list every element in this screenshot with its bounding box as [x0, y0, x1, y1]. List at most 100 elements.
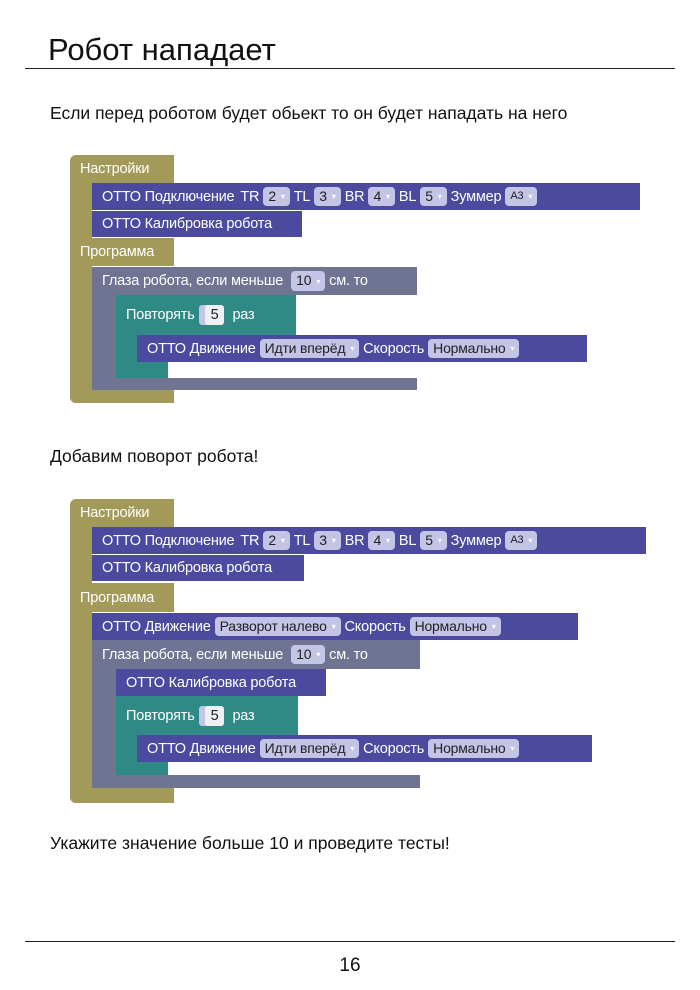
dropdown-arrow-icon: ▾	[316, 650, 321, 660]
speed-dropdown[interactable]: Нормально▾	[409, 616, 501, 637]
page-number: 16	[339, 955, 361, 976]
tl-dropdown[interactable]: 3▾	[314, 530, 341, 551]
eyes-bottom	[92, 775, 420, 788]
move-direction-value: Идти вперёд	[264, 739, 346, 756]
repeat-count-input[interactable]: 5	[204, 305, 225, 325]
settings-bottom	[70, 390, 174, 403]
repeat-label: Повторять	[126, 307, 195, 323]
dropdown-arrow-icon: ▾	[510, 344, 515, 354]
speed-value: Нормально	[433, 739, 506, 756]
calibrate-label: ОТТО Калибровка робота	[126, 674, 296, 691]
bl-dropdown[interactable]: 5▾	[420, 530, 447, 551]
dropdown-arrow-icon: ▾	[386, 192, 390, 202]
eyes-rail	[92, 295, 116, 390]
settings-block[interactable]: Настройки	[70, 499, 174, 527]
connect-label: ОТТО Подключение	[102, 188, 235, 205]
tr-label: TR	[240, 532, 260, 549]
bl-value: 5	[425, 531, 433, 548]
middle-text: Добавим поворот робота!	[50, 446, 259, 466]
tl-dropdown[interactable]: 3▾	[314, 186, 341, 207]
outro-text: Укажите значение больше 10 и проведите т…	[50, 833, 450, 853]
move-label: ОТТО Движение	[147, 740, 256, 757]
otto-calibrate-block[interactable]: ОТТО Калибровка робота	[116, 669, 326, 696]
tr-value: 2	[268, 187, 276, 204]
eyes-unit: см. то	[329, 646, 368, 663]
br-dropdown[interactable]: 4▾	[368, 530, 395, 551]
eyes-distance-dropdown[interactable]: 10 ▾	[291, 644, 326, 665]
tl-label: TL	[293, 188, 311, 205]
buzzer-label: Зуммер	[450, 188, 502, 205]
dropdown-arrow-icon: ▾	[331, 622, 336, 632]
program-label: Программа	[80, 244, 155, 260]
tl-label: TL	[293, 532, 311, 549]
eyes-if-block[interactable]: Глаза робота, если меньше 10 ▾ см. то	[92, 640, 420, 669]
speed-value: Нормально	[414, 617, 487, 634]
dropdown-arrow-icon: ▾	[316, 276, 321, 286]
tl-value: 3	[319, 187, 327, 204]
move-direction-dropdown[interactable]: Разворот налево ▾	[214, 616, 341, 637]
eyes-bottom	[92, 378, 417, 390]
calibrate-label: ОТТО Калибровка робота	[102, 216, 272, 232]
speed-label: Скорость	[344, 618, 406, 635]
repeat-label: Повторять	[126, 708, 195, 724]
eyes-rail	[92, 669, 116, 788]
dropdown-arrow-icon: ▾	[437, 192, 442, 202]
buzzer-value: A3	[510, 534, 524, 547]
buzzer-dropdown[interactable]: A3 ▾	[505, 187, 538, 206]
move-label: ОТТО Движение	[147, 340, 256, 357]
dropdown-arrow-icon: ▾	[386, 536, 390, 546]
tl-value: 3	[319, 531, 327, 548]
settings-block[interactable]: Настройки	[70, 155, 174, 183]
dropdown-arrow-icon: ▾	[331, 192, 336, 202]
buzzer-dropdown[interactable]: A3▾	[505, 531, 538, 550]
buzzer-value: A3	[510, 190, 524, 203]
repeat-count-input[interactable]: 5	[204, 706, 225, 726]
eyes-value: 10	[296, 645, 312, 662]
tr-dropdown[interactable]: 2▾	[263, 530, 290, 551]
intro-text: Если перед роботом будет обьект то он бу…	[50, 103, 568, 123]
dropdown-arrow-icon: ▾	[528, 191, 533, 201]
move-direction-dropdown[interactable]: Идти вперёд ▾	[259, 738, 360, 759]
dropdown-arrow-icon: ▾	[350, 344, 355, 354]
repeat-block[interactable]: Повторять 5 раз	[116, 696, 298, 736]
eyes-label: Глаза робота, если меньше	[102, 273, 284, 289]
eyes-distance-dropdown[interactable]: 10▾	[291, 271, 326, 291]
buzzer-label: Зуммер	[450, 532, 502, 549]
repeat-bottom	[116, 361, 168, 378]
move-direction-value: Разворот налево	[219, 617, 327, 634]
move-direction-dropdown[interactable]: Идти вперёд▾	[259, 338, 360, 359]
otto-calibrate-block[interactable]: ОТТО Калибровка робота	[92, 211, 302, 237]
speed-value: Нормально	[433, 339, 506, 356]
dropdown-arrow-icon: ▾	[280, 192, 285, 202]
repeat-unit: раз	[232, 708, 255, 724]
repeat-block[interactable]: Повторять 5 раз	[116, 295, 296, 335]
program-label: Программа	[80, 589, 155, 606]
program-block[interactable]: Программа	[70, 238, 174, 266]
bl-dropdown[interactable]: 5▾	[420, 186, 447, 207]
program-block[interactable]: Программа	[70, 583, 174, 612]
calibrate-label: ОТТО Калибровка робота	[102, 560, 272, 576]
repeat-bottom	[116, 762, 168, 775]
speed-dropdown[interactable]: Нормально▾	[428, 738, 520, 759]
eyes-label: Глаза робота, если меньше	[102, 646, 284, 663]
bl-value: 5	[425, 187, 433, 204]
bl-label: BL	[398, 532, 417, 549]
settings-rail	[70, 527, 92, 803]
repeat-unit: раз	[232, 307, 255, 323]
speed-dropdown[interactable]: Нормально ▾	[428, 338, 520, 359]
br-label: BR	[344, 188, 365, 205]
speed-label: Скорость	[363, 340, 425, 357]
otto-calibrate-block[interactable]: ОТТО Калибровка робота	[92, 555, 304, 581]
tr-dropdown[interactable]: 2▾	[263, 186, 290, 207]
br-dropdown[interactable]: 4▾	[368, 186, 395, 207]
settings-label: Настройки	[80, 505, 150, 521]
title-divider	[25, 68, 675, 69]
dropdown-arrow-icon: ▾	[350, 744, 355, 754]
